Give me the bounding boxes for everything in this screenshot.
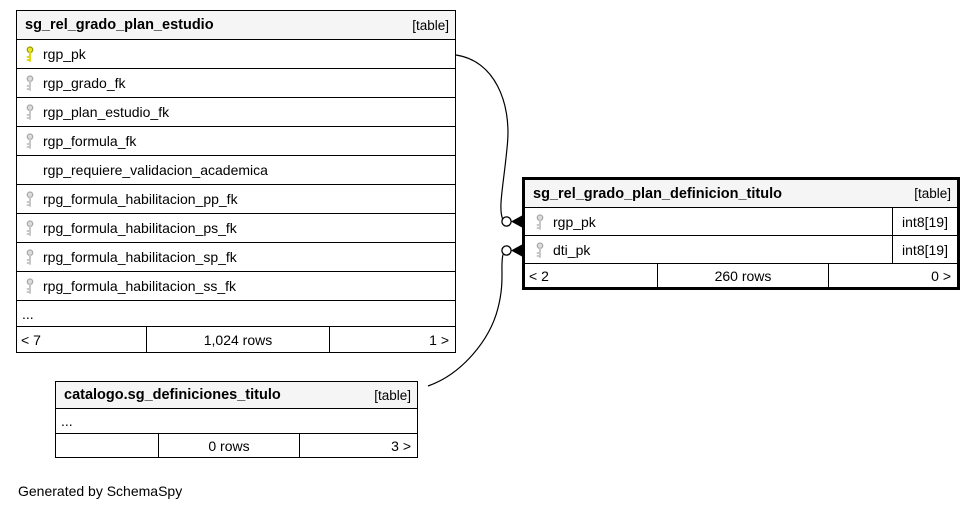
zero-cardinality-circle <box>501 216 512 227</box>
pager-next: 0 > <box>828 264 957 287</box>
pager-prev: < 2 <box>529 267 549 284</box>
foreign-key-icon <box>25 104 35 120</box>
pager-row: 0 rows 3 > <box>56 433 417 457</box>
column-row: rgp_requiere_validacion_academica <box>17 155 455 184</box>
column-name-cell: rgp_pk <box>535 214 892 230</box>
column-row: dti_pk int8[19] <box>525 235 957 263</box>
table-sg-rel-grado-plan-estudio: sg_rel_grado_plan_estudio [table] rgp_pk… <box>16 10 456 353</box>
column-name: rgp_requiere_validacion_academica <box>43 162 268 178</box>
table-catalogo-sg-definiciones-titulo: catalogo.sg_definiciones_titulo [table] … <box>55 381 418 458</box>
table-title[interactable]: catalogo.sg_definiciones_titulo <box>64 387 281 403</box>
pager-row: < 2 260 rows 0 > <box>525 263 957 287</box>
pager-row: < 7 1,024 rows 1 > <box>17 326 455 352</box>
fk-connector-rgp-pk <box>455 54 509 219</box>
column-name: dti_pk <box>553 241 591 258</box>
column-row: rgp_grado_fk <box>17 68 455 97</box>
table-sg-rel-grado-plan-definicion-titulo: sg_rel_grado_plan_definicion_titulo [tab… <box>522 177 960 290</box>
column-row: rgp_formula_fk <box>17 126 455 155</box>
foreign-key-icon <box>25 191 35 207</box>
column-name: rgp_plan_estudio_fk <box>43 104 170 120</box>
column-name: rgp_pk <box>43 46 86 62</box>
column-row: rpg_formula_habilitacion_sp_fk <box>17 242 455 271</box>
foreign-key-icon <box>25 278 35 294</box>
column-type: int8[19] <box>892 236 957 263</box>
column-type: int8[19] <box>892 208 957 235</box>
foreign-key-icon <box>535 241 545 258</box>
pager-rowcount: 1,024 rows <box>146 327 329 352</box>
table-title[interactable]: sg_rel_grado_plan_definicion_titulo <box>533 185 782 202</box>
column-row: rgp_pk <box>17 39 455 68</box>
crow-foot-arrow <box>511 215 522 228</box>
table-type-tag: [table] <box>412 17 449 33</box>
crow-foot-arrow <box>511 244 522 257</box>
pager-prev: < 7 <box>21 331 41 348</box>
primary-key-icon <box>25 46 35 62</box>
table-header[interactable]: catalogo.sg_definiciones_titulo [table] <box>56 382 417 408</box>
column-name: rgp_formula_fk <box>43 133 137 149</box>
column-name-cell: dti_pk <box>535 242 892 258</box>
foreign-key-icon <box>535 213 545 230</box>
column-name: rpg_formula_habilitacion_pp_fk <box>43 191 238 207</box>
foreign-key-icon <box>25 249 35 265</box>
foreign-key-icon <box>25 75 35 91</box>
pager-rowcount: 260 rows <box>657 264 828 287</box>
column-row: rgp_pk int8[19] <box>525 207 957 235</box>
column-row: rpg_formula_habilitacion_ps_fk <box>17 213 455 242</box>
column-row: rpg_formula_habilitacion_pp_fk <box>17 184 455 213</box>
table-type-tag: [table] <box>914 186 951 201</box>
pager-prev <box>56 434 158 457</box>
column-name: rgp_pk <box>553 213 596 230</box>
table-header[interactable]: sg_rel_grado_plan_estudio [table] <box>17 11 455 39</box>
table-title[interactable]: sg_rel_grado_plan_estudio <box>25 17 214 33</box>
generator-credit: Generated by SchemaSpy <box>18 483 183 499</box>
column-row: rpg_formula_habilitacion_ss_fk <box>17 271 455 300</box>
pager-rowcount: 0 rows <box>158 434 299 457</box>
column-row: rgp_plan_estudio_fk <box>17 97 455 126</box>
table-header[interactable]: sg_rel_grado_plan_definicion_titulo [tab… <box>525 180 957 207</box>
ellipsis-row: ... <box>17 300 455 326</box>
ellipsis-label: ... <box>22 305 34 322</box>
column-name: rpg_formula_habilitacion_sp_fk <box>43 249 237 265</box>
foreign-key-icon <box>25 220 35 236</box>
ellipsis-row: ... <box>56 408 417 433</box>
foreign-key-icon <box>25 133 35 149</box>
table-type-tag: [table] <box>374 387 411 403</box>
pager-next: 3 > <box>299 434 417 457</box>
column-name: rgp_grado_fk <box>43 75 126 91</box>
pager-next: 1 > <box>329 327 455 352</box>
ellipsis-label: ... <box>61 413 73 429</box>
column-name: rpg_formula_habilitacion_ss_fk <box>43 278 236 294</box>
column-name: rpg_formula_habilitacion_ps_fk <box>43 220 237 236</box>
zero-cardinality-circle <box>501 245 512 256</box>
